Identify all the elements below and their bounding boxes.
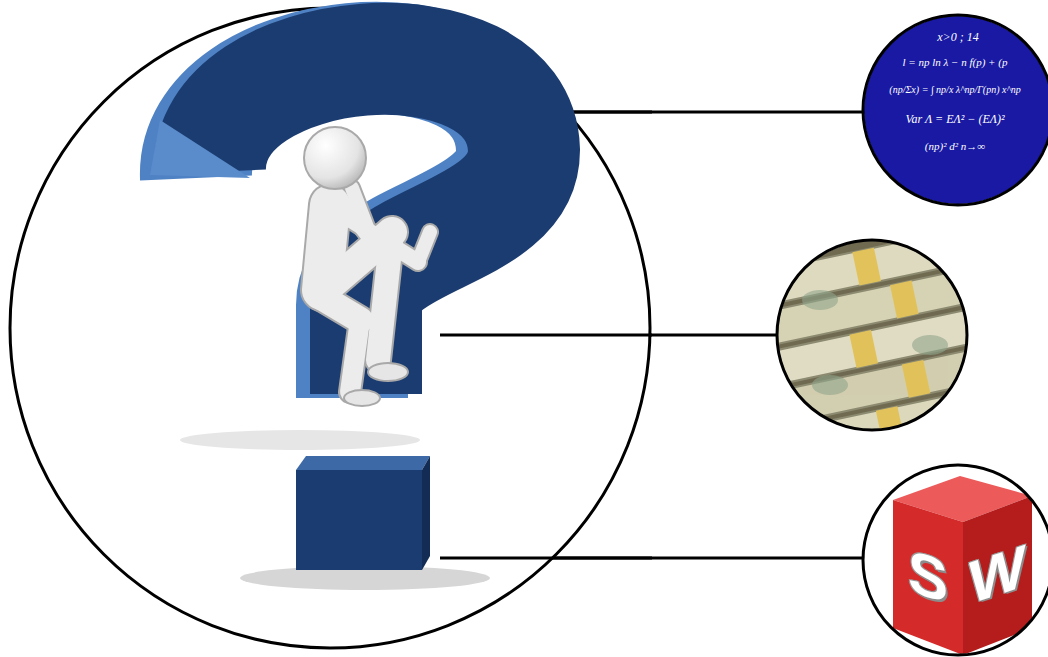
thinking-figure bbox=[318, 188, 430, 392]
main-circle bbox=[10, 8, 650, 648]
money-circle bbox=[777, 240, 967, 430]
thinking-figure bbox=[304, 127, 366, 189]
logo-circle bbox=[860, 460, 1048, 657]
formula-text: Var Λ = EΛ² − (EΛ)² bbox=[905, 112, 1004, 126]
money-circle bbox=[849, 330, 878, 368]
thinking-figure bbox=[318, 188, 430, 392]
floor-shadow bbox=[180, 430, 420, 450]
money-circle bbox=[745, 229, 1001, 465]
logo-letter: W bbox=[969, 536, 1026, 614]
formula-text: (np/Σx) = ∫ np/x λ^np/Γ(pn) x^np bbox=[889, 84, 1020, 96]
thinking-figure bbox=[350, 320, 360, 392]
money-circle bbox=[890, 281, 919, 319]
question-mark bbox=[150, 58, 524, 398]
leader-line bbox=[440, 557, 866, 560]
money-circle bbox=[745, 229, 1001, 465]
money-circle bbox=[802, 290, 948, 395]
leader-line bbox=[440, 557, 652, 560]
money-circle bbox=[902, 360, 931, 398]
question-mark bbox=[150, 120, 250, 178]
math-circle bbox=[860, 10, 1048, 210]
math-circle bbox=[860, 10, 1048, 210]
thinking-figure bbox=[418, 232, 430, 262]
question-dot bbox=[422, 456, 430, 570]
thinking-figure bbox=[418, 232, 430, 262]
money-circle bbox=[788, 386, 1000, 463]
question-dot bbox=[296, 456, 430, 570]
thinking-figure bbox=[368, 363, 408, 381]
logo-circle bbox=[860, 460, 1048, 657]
leader-line bbox=[565, 111, 652, 114]
logo-circle bbox=[893, 500, 963, 655]
math-circle bbox=[860, 10, 1048, 210]
money-circle bbox=[912, 335, 948, 355]
thinking-figure bbox=[335, 210, 418, 262]
math-circle bbox=[863, 15, 1048, 205]
money-circle bbox=[852, 248, 881, 286]
money-circle bbox=[802, 290, 838, 310]
thinking-figure bbox=[350, 320, 360, 392]
math-circle bbox=[860, 10, 1048, 210]
formula-text: l = np ln λ − n f(p) + (p bbox=[903, 56, 1008, 69]
question-dot bbox=[296, 470, 422, 570]
logo-circle bbox=[863, 465, 1048, 655]
thinking-figure bbox=[344, 390, 380, 406]
logo-circle bbox=[860, 460, 1048, 657]
question-dot bbox=[296, 456, 430, 470]
formula-text: (np)² d² n→∞ bbox=[925, 140, 985, 153]
leader-line bbox=[440, 334, 652, 337]
leader-line bbox=[440, 334, 780, 337]
thinking-figure bbox=[304, 127, 430, 406]
question-mark bbox=[210, 59, 524, 394]
money-circle bbox=[812, 375, 848, 395]
money-circle bbox=[745, 229, 1001, 465]
leader-line bbox=[565, 111, 866, 114]
logo-letter: S bbox=[908, 540, 948, 613]
formula-text: x>0 ; 14 bbox=[937, 30, 978, 44]
